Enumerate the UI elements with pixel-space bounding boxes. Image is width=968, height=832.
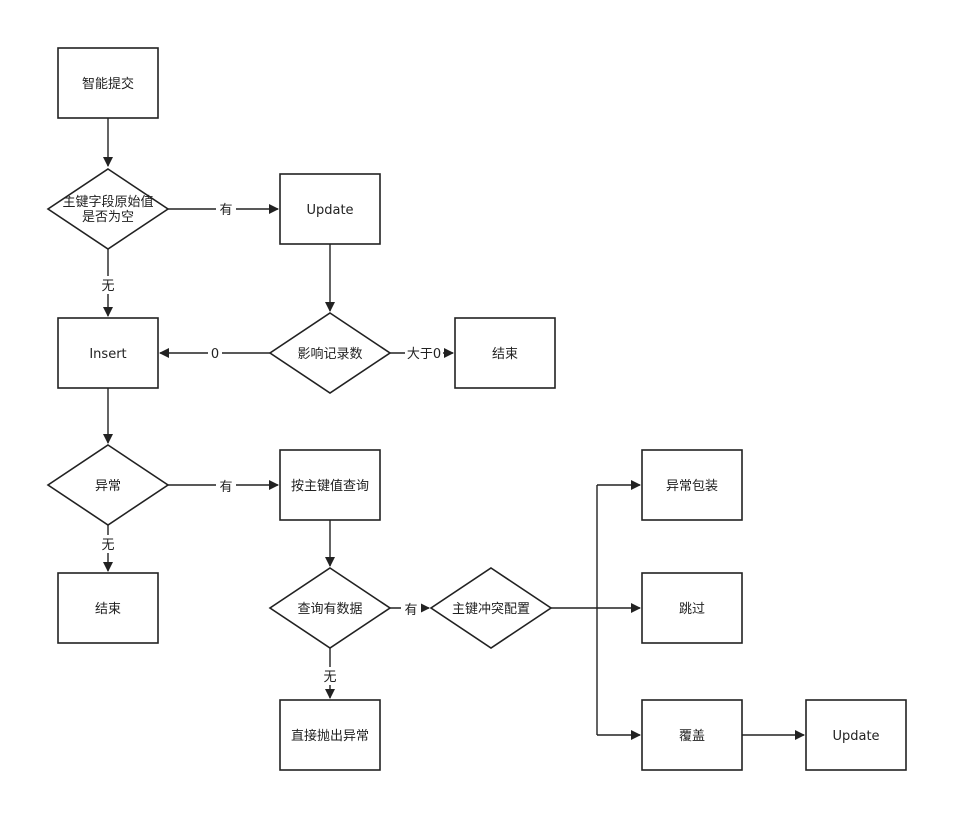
node-insert-label: Insert — [89, 347, 126, 362]
node-query-has-data-label: 查询有数据 — [297, 602, 362, 617]
node-pk-conflict-config: 主键冲突配置 — [429, 567, 553, 649]
edge-label-data-has: 有 — [404, 603, 417, 618]
node-update-2: Update — [805, 699, 907, 771]
node-overwrite: 覆盖 — [641, 699, 743, 771]
node-end-2-label: 结束 — [95, 602, 121, 617]
node-skip-label: 跳过 — [679, 602, 705, 617]
node-affected-rows-label: 影响记录数 — [297, 346, 362, 362]
edge-label-exc-has: 有 — [219, 480, 232, 495]
node-exception-check: 异常 — [46, 444, 170, 526]
node-pk-empty-check-label-line1: 主键字段原始值 — [62, 194, 153, 210]
node-wrap-exception: 异常包装 — [641, 449, 743, 521]
node-query-by-pk: 按主键值查询 — [279, 449, 381, 521]
node-pk-empty-check: 主键字段原始值 是否为空 — [46, 168, 170, 250]
edge-label-pk-none: 无 — [101, 279, 114, 294]
node-insert: Insert — [57, 317, 159, 389]
node-update-1: Update — [279, 173, 381, 245]
edge-labels: 有 无 0 大于0 有 无 有 无 — [98, 200, 443, 685]
node-end-2: 结束 — [57, 572, 159, 644]
node-skip: 跳过 — [641, 572, 743, 644]
edge-label-exc-none: 无 — [101, 538, 114, 553]
node-wrap-exception-label: 异常包装 — [666, 479, 718, 494]
edge-label-rows-zero: 0 — [211, 347, 219, 362]
node-smart-submit: 智能提交 — [57, 47, 159, 119]
node-end-1: 结束 — [454, 317, 556, 389]
node-update-1-label: Update — [306, 203, 353, 218]
node-query-has-data: 查询有数据 — [268, 567, 392, 649]
edge-label-data-none: 无 — [323, 670, 336, 685]
node-exception-check-label: 异常 — [95, 479, 121, 494]
node-throw-exception-label: 直接抛出异常 — [291, 728, 369, 744]
node-overwrite-label: 覆盖 — [679, 729, 705, 744]
node-pk-empty-check-label-line2: 是否为空 — [82, 210, 134, 225]
node-update-2-label: Update — [832, 729, 879, 744]
node-smart-submit-label: 智能提交 — [82, 76, 134, 92]
node-pk-conflict-config-label: 主键冲突配置 — [452, 601, 530, 617]
node-affected-rows: 影响记录数 — [268, 312, 392, 394]
node-query-by-pk-label: 按主键值查询 — [291, 478, 369, 494]
node-end-1-label: 结束 — [492, 347, 518, 362]
node-throw-exception: 直接抛出异常 — [279, 699, 381, 771]
edge-label-rows-gt-zero: 大于0 — [407, 347, 441, 362]
edge-label-pk-has: 有 — [219, 203, 232, 218]
